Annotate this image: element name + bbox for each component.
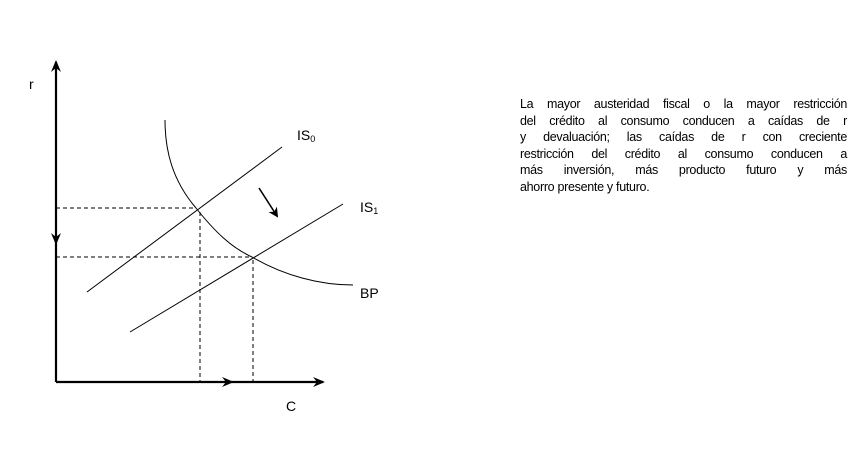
caption-text: La mayor austeridad fiscal o la mayor re… [520,96,847,195]
caption-line: y devaluación; las caídas de r con creci… [520,130,847,144]
is1-label: IS1 [360,199,378,216]
shift-arrow [258,187,279,218]
is1-subscript: 1 [373,206,379,216]
caption-line: La mayor austeridad fiscal o la mayor re… [520,97,847,111]
is1-name: IS [360,199,374,215]
is1-line [129,203,344,333]
is0-label: IS0 [297,127,315,144]
is0-line [86,146,283,293]
bp-curve [164,119,354,286]
bp-label: BP [360,285,379,301]
caption-line: del crédito al consumo conducen a caídas… [520,113,847,128]
y-axis-label: r [29,76,34,92]
caption-line: más inversión, más producto futuro y más [520,163,847,177]
caption-line: ahorro presente y futuro. [520,179,650,194]
x-axis-label: C [286,398,297,414]
is0-name: IS [297,127,311,143]
is0-subscript: 0 [310,134,316,144]
caption-line: restricción del crédito al consumo condu… [520,146,847,161]
